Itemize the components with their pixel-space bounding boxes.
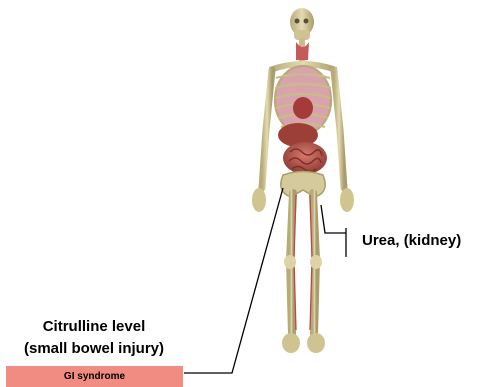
urea-leader-line xyxy=(321,205,346,233)
hands xyxy=(252,188,354,212)
knees xyxy=(284,255,322,269)
citrulline-leader-line xyxy=(184,188,283,373)
small-bowel-injury-label: (small bowel injury) xyxy=(0,340,188,357)
skull xyxy=(290,8,314,40)
urea-label: Urea, (kidney) xyxy=(362,232,461,249)
citrulline-label: Citrulline level xyxy=(0,318,188,335)
pelvis xyxy=(281,172,325,198)
feet xyxy=(282,333,325,353)
heart xyxy=(293,97,313,119)
leg-vessels xyxy=(294,195,312,330)
gi-syndrome-label: GI syndrome xyxy=(64,371,125,382)
gi-syndrome-box: GI syndrome xyxy=(6,366,183,387)
